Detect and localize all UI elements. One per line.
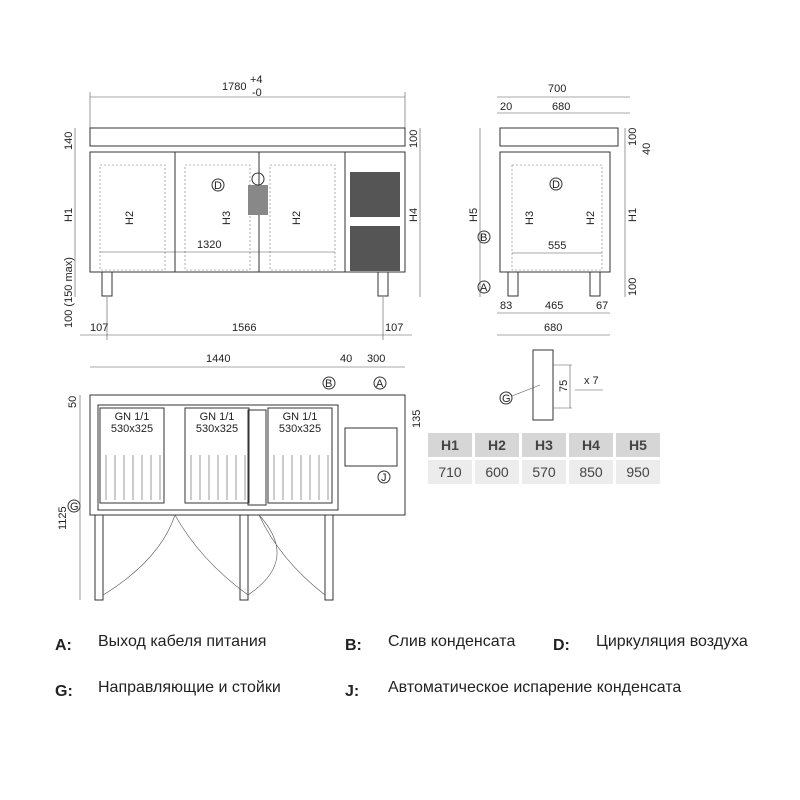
table-cell: 570 [522,460,566,484]
legend-j-text: Автоматическое испарение конденсата [388,679,682,696]
h3-label: H3 [221,211,233,225]
b2-dim: 465 [545,300,563,312]
right-top2-dim: 40 [641,143,653,155]
pan-size: 530x325 [279,423,321,435]
table-header: H1 [428,433,472,457]
right-top-dim: 100 [408,130,420,148]
depth-dim: 700 [548,83,566,95]
marker-d: D [552,179,560,191]
legend-g-text: Направляющие и стойки [98,679,281,696]
top-depth-dim: 680 [552,101,570,113]
h1-label: H1 [63,208,75,222]
marker-g: G [70,501,79,513]
table-header: H3 [522,433,566,457]
legend-a-text: Выход кабеля питания [98,633,267,650]
depth-dim: 1125 [57,506,69,530]
w1-dim: 1440 [206,353,230,365]
right-dim: 135 [411,410,423,428]
h5-label: H5 [468,208,480,222]
h4-label: H4 [408,208,420,222]
tol-plus: +4 [250,74,263,86]
gn-pan [267,407,333,504]
legend-b-text: Слив конденсата [388,633,516,650]
legend-j: J: [345,683,360,700]
legend-b: B: [345,637,362,654]
table-cell: 950 [616,460,660,484]
d1-dim: 50 [67,396,79,408]
width-dim: 1780 [222,81,246,93]
marker-d: D [214,180,222,192]
pan-name: GN 1/1 [115,411,150,423]
marker-g: G [502,393,511,405]
back-dim: 20 [500,101,512,113]
right-top-dim: 100 [627,128,639,146]
pan-name: GN 1/1 [200,411,235,423]
table-header: H2 [475,433,519,457]
table-header: H5 [616,433,660,457]
pan-name: GN 1/1 [283,411,318,423]
h2-label: H2 [291,211,303,225]
marker-a: A [480,282,488,294]
left-leg-dim: 107 [90,322,108,334]
inner-width-dim: 1320 [197,239,221,251]
legend-d-text: Циркуляция воздуха [596,633,748,650]
w2-dim: 40 [340,353,352,365]
h1-label: H1 [627,208,639,222]
leg-span-dim: 1566 [232,322,256,334]
inner-depth-dim: 555 [548,240,566,252]
rail-detail: 75 x 7 G [499,349,603,421]
gn-pan [99,407,165,504]
legend-a: A: [55,637,72,654]
marker-b: B [480,232,487,244]
h2-label: H2 [124,211,136,225]
pitch-dim: 75 [558,380,570,392]
bottom-dim: 100 [627,278,639,296]
table-cell: 850 [569,460,613,484]
b3-dim: 67 [596,300,608,312]
base-dim: 680 [544,322,562,334]
legend-g: G: [55,683,73,700]
legend-d: D: [553,637,570,654]
pan-size: 530x325 [111,423,153,435]
marker-a: A [376,378,384,390]
h3-label: H3 [524,211,536,225]
marker-j: J [381,472,387,484]
legs-dim: 100 (150 max) [63,257,75,328]
h2-label: H2 [585,211,597,225]
tol-minus: -0 [252,87,262,99]
table-cell: 600 [475,460,519,484]
side-view: 700 20 680 555 H3 H2 D B A H5 100 40 H1 … [468,83,653,336]
count-label: x 7 [584,375,599,387]
gn-pan [184,407,250,504]
b1-dim: 83 [500,300,512,312]
table-header: H4 [569,433,613,457]
front-view: 1780 +4 -0 1320 H2 H3 H2 D 140 H1 100 (1… [63,74,421,340]
marker-b: B [325,378,332,390]
w3-dim: 300 [367,353,385,365]
table-cell: 710 [428,460,472,484]
pan-size: 530x325 [196,423,238,435]
right-leg-dim: 107 [385,322,403,334]
top-dim: 140 [63,132,75,150]
